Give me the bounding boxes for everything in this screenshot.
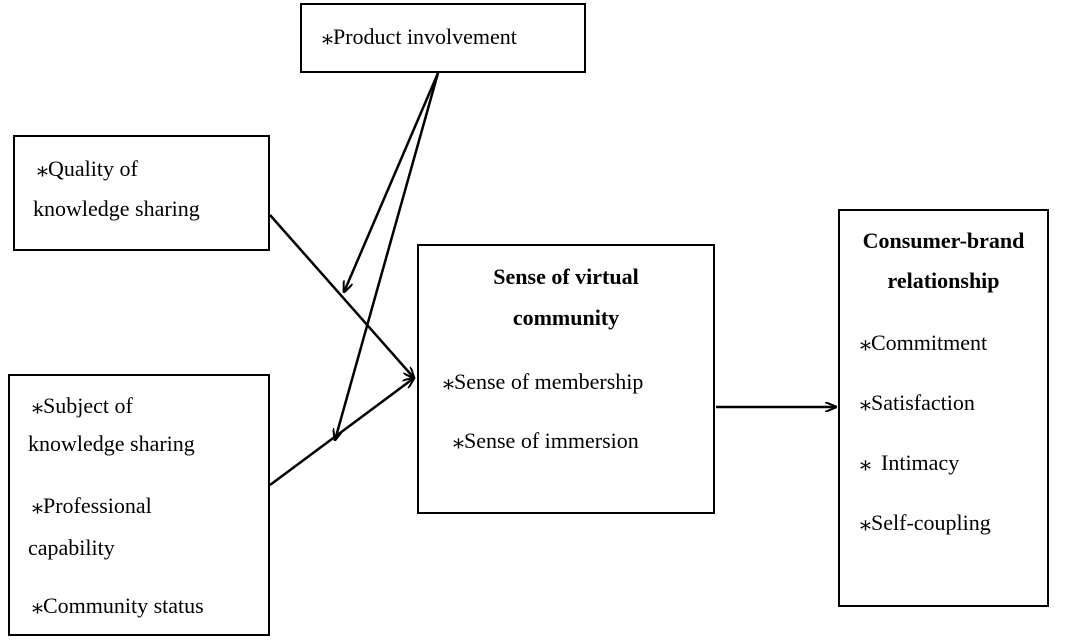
product-involvement-box: ⁎Product involvement [300, 3, 586, 73]
sense-virtual-community-box: Sense of virtual community ⁎Sense of mem… [417, 244, 715, 514]
bullet-icon: ⁎ [322, 24, 333, 49]
bullet-icon: ⁎ [860, 330, 871, 355]
item-intimacy: ⁎Intimacy [860, 450, 960, 475]
community-title-line2: community [512, 305, 620, 330]
bullet-icon: ⁎ [860, 390, 871, 415]
bullet-icon: ⁎ [443, 369, 454, 394]
arrow-involvement-moderates-quality [344, 72, 440, 292]
sense-membership: ⁎Sense of membership [443, 369, 644, 394]
community-title-line1: Sense of virtual [493, 264, 639, 289]
bullet-icon: ⁎ [37, 156, 48, 181]
arrow-subject-to-community [269, 378, 414, 487]
product-involvement-label: ⁎Product involvement [322, 24, 517, 49]
quality-knowledge-sharing-box: ⁎Quality of knowledge sharing [13, 135, 270, 251]
arrow-quality-to-community [269, 214, 414, 378]
quality-line1: ⁎Quality of [37, 156, 138, 181]
subject-line1: ⁎Subject of [32, 393, 133, 418]
professional-line1: ⁎Professional [32, 493, 152, 518]
subject-line2: knowledge sharing [28, 431, 195, 456]
arrow-involvement-moderates-subject [335, 72, 440, 440]
bullet-icon: ⁎ [32, 393, 43, 418]
bullet-icon: ⁎ [453, 428, 464, 453]
professional-line2: capability [28, 535, 115, 560]
subject-knowledge-sharing-box: ⁎Subject of knowledge sharing ⁎Professio… [8, 374, 270, 636]
consumer-brand-relationship-box: Consumer-brand relationship ⁎Commitment … [838, 209, 1049, 607]
item-commitment: ⁎Commitment [860, 330, 988, 355]
item-self-coupling: ⁎Self-coupling [860, 510, 991, 535]
bullet-icon: ⁎ [32, 493, 43, 518]
bullet-icon: ⁎ [32, 593, 43, 618]
sense-immersion: ⁎Sense of immersion [453, 428, 639, 453]
item-satisfaction: ⁎Satisfaction [860, 390, 975, 415]
bullet-icon: ⁎ [860, 450, 871, 475]
relationship-title-line2: relationship [887, 268, 1000, 293]
bullet-icon: ⁎ [860, 510, 871, 535]
relationship-title-line1: Consumer-brand [862, 228, 1025, 253]
quality-line2: knowledge sharing [33, 196, 200, 221]
community-status: ⁎Community status [32, 593, 204, 618]
